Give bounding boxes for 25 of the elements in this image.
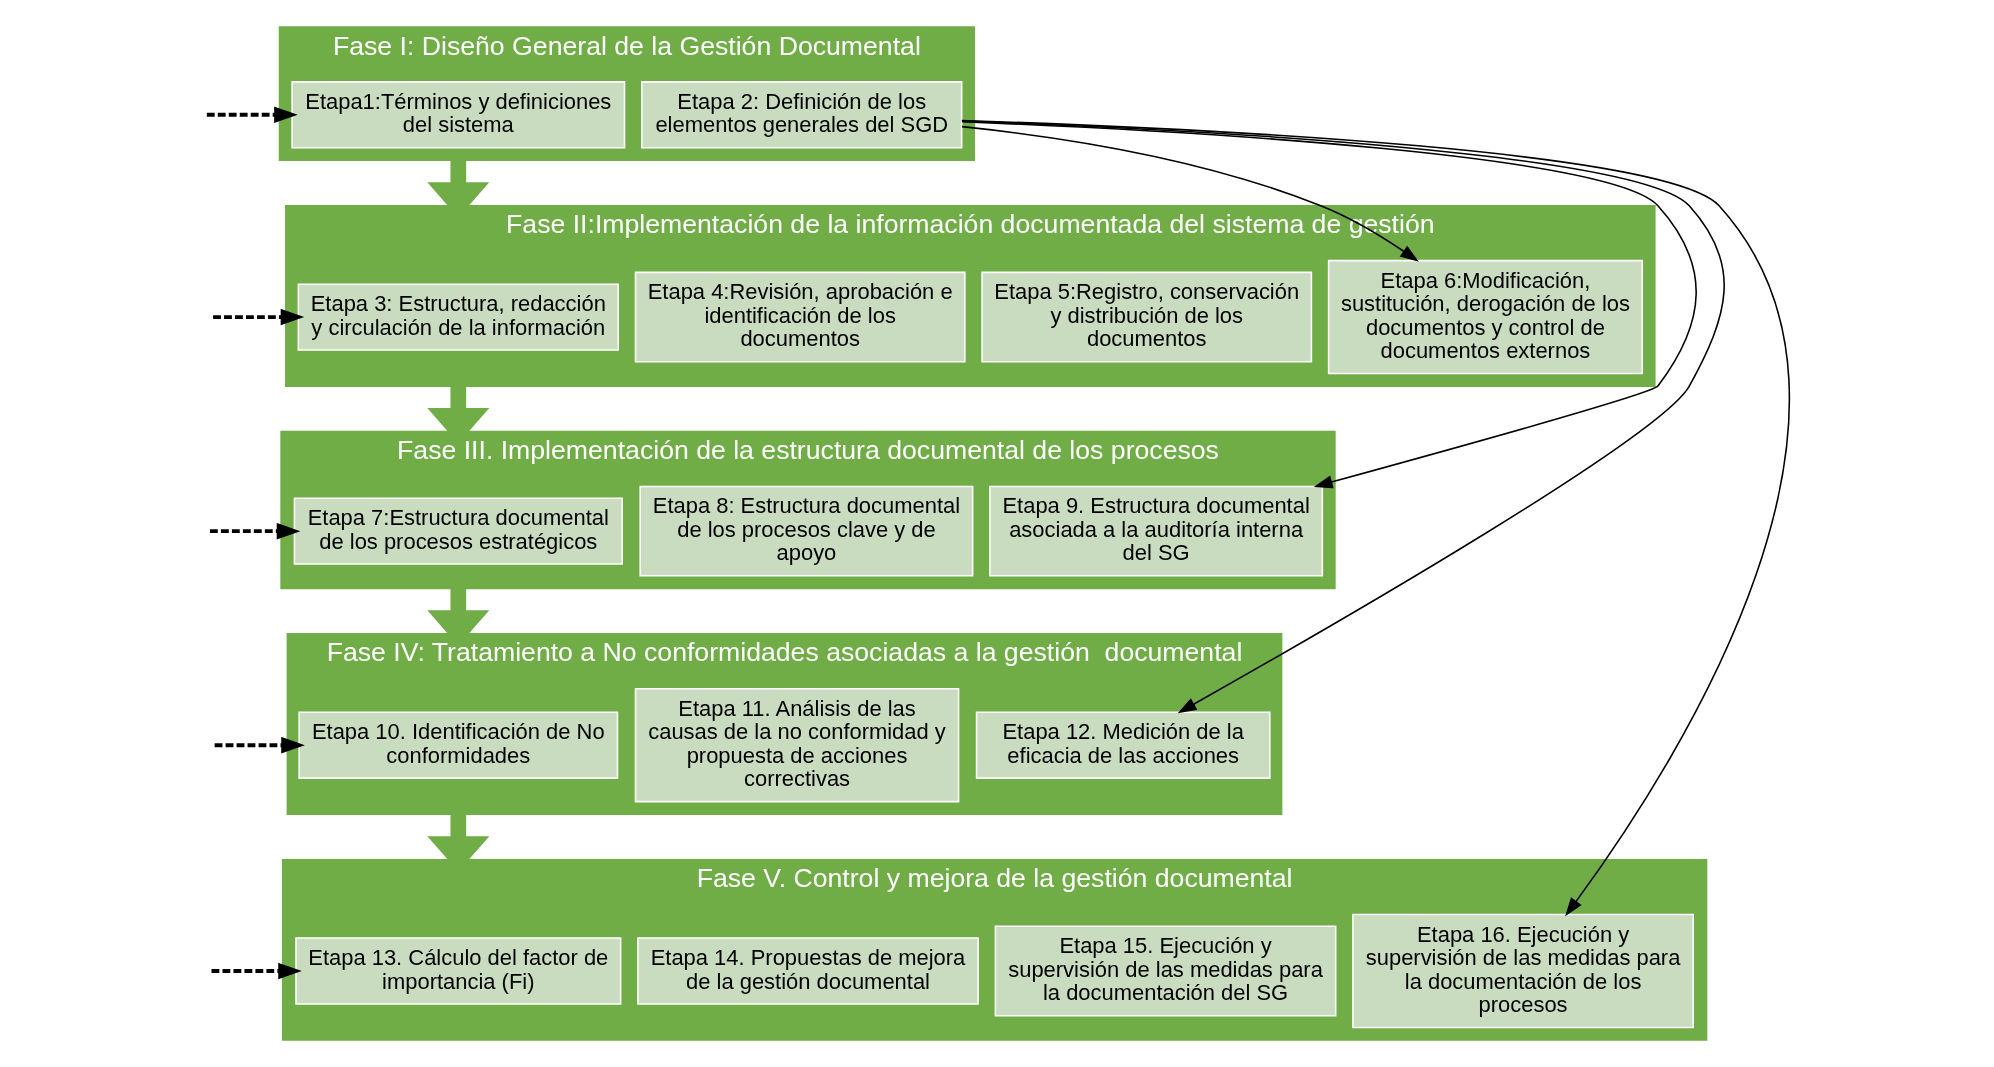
arrow <box>960 125 1419 262</box>
node-box: Etapa 15. Ejecución y supervisión de las medidas para la documentación del SG <box>994 925 1336 1017</box>
arrow <box>960 119 1790 917</box>
arrow <box>209 522 300 540</box>
node-box: Etapa 3: Estructura, redacción y circulación de la información <box>297 283 619 351</box>
arrow <box>960 120 1697 489</box>
node-box: Etapa 11. Análisis de las causas de la no conformidad y propuesta de acciones correctivas <box>634 687 959 803</box>
node-box: Etapa 12. Medición de la eficacia de las acciones <box>975 711 1271 779</box>
node-box: Etapa 7:Estructura documental de los procesos estratégicos <box>293 497 623 565</box>
arrow <box>211 962 302 980</box>
node-box: Etapa 6:Modificación, sustitución, derogación de los documentos y control de documentos externos <box>1327 259 1643 375</box>
arrow <box>212 308 304 326</box>
node-box: Etapa 4:Revisión, aprobación e identificación de los documentos <box>634 271 966 363</box>
arrow <box>206 106 298 124</box>
node-box: Etapa 14. Propuestas de mejora de la gestión documental <box>636 937 979 1005</box>
node-box: Etapa 16. Ejecución y supervisión de las medidas para la documentación de los procesos <box>1351 913 1694 1029</box>
node-box: Etapa1:Términos y definiciones del sistema <box>290 81 625 149</box>
node-box: Etapa 9. Estructura documental asociada a la auditoría interna del SG <box>988 485 1323 577</box>
arrow <box>214 736 305 754</box>
node-box: Etapa 2: Definición de los elementos generales del SGD <box>640 81 962 149</box>
node-box: Etapa 13. Cálculo del factor de importancia (Fi) <box>294 937 621 1005</box>
node-box: Etapa 5:Registro, conservación y distribución de los documentos <box>980 271 1312 363</box>
arrow <box>960 120 1725 714</box>
node-box: Etapa 10. Identificación de No conformidades <box>297 711 618 779</box>
node-box: Etapa 8: Estructura documental de los procesos clave y de apoyo <box>638 485 973 577</box>
